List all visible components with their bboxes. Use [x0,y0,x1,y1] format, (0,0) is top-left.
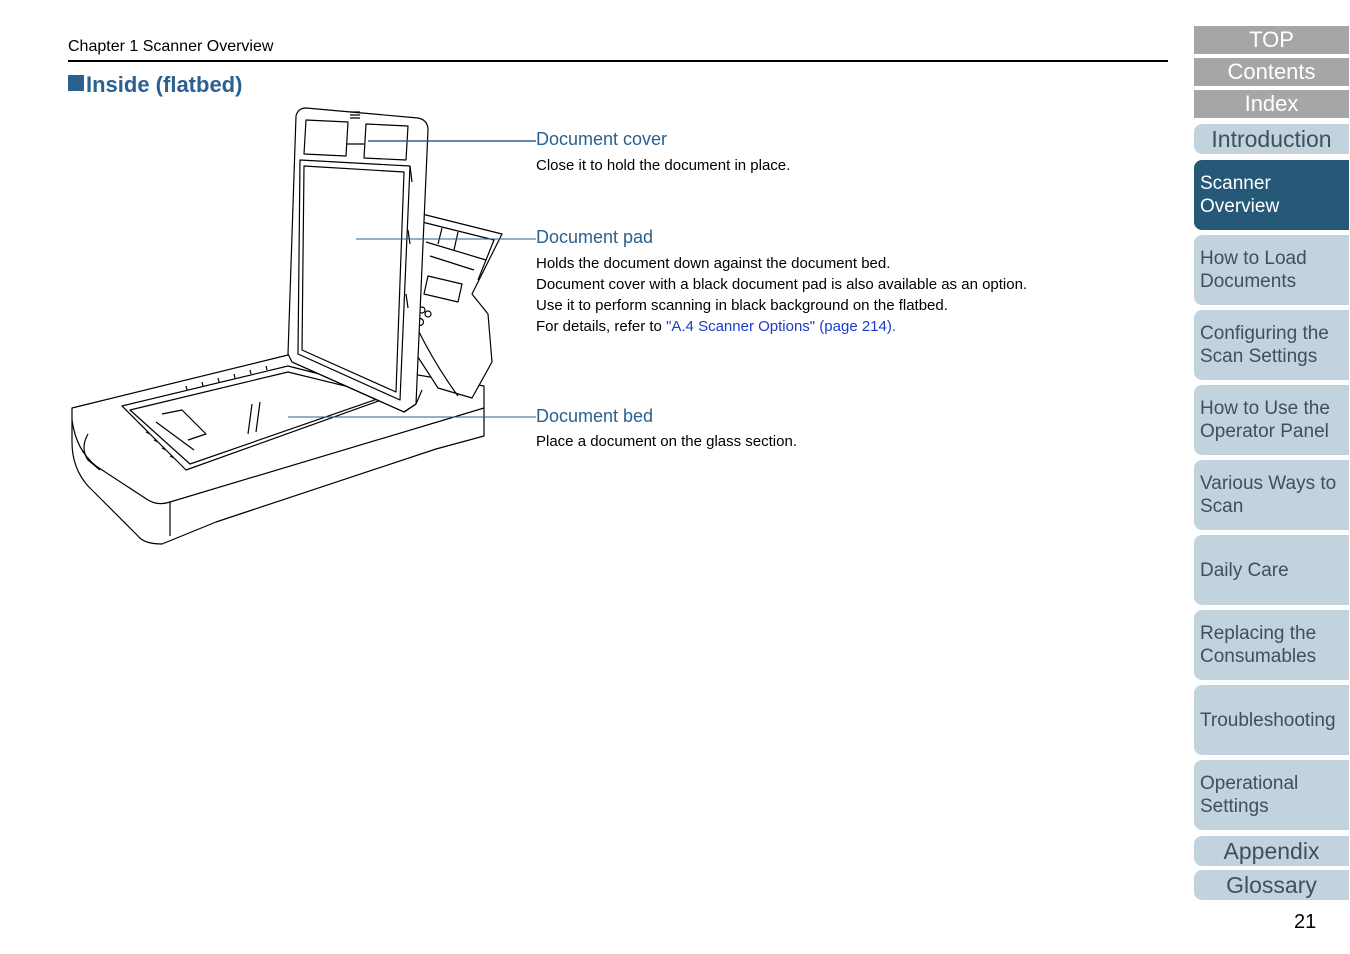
nav-label: Troubleshooting [1200,709,1336,731]
nav-troubleshooting[interactable]: Troubleshooting [1194,685,1349,755]
callout-text-line: Close it to hold the document in place. [536,157,791,174]
header-divider [68,60,1168,62]
nav-label: Consumables [1200,646,1317,667]
nav-label: Scan [1200,496,1244,517]
nav-label: Scanner [1200,173,1271,194]
chapter-heading: Chapter 1 Scanner Overview [68,38,274,55]
nav-label: Settings [1200,796,1269,817]
nav-appendix[interactable]: Appendix [1194,836,1349,866]
nav-index-button[interactable]: Index [1194,90,1349,118]
nav-label: Configuring the [1200,323,1329,344]
nav-label: Replacing the [1200,623,1317,644]
callout-text-line: Document cover with a black document pad… [536,276,1028,293]
callout-document-bed-text: Place a document on the glass section. [536,431,797,452]
nav-label: How to Load [1200,248,1307,269]
nav-top-button[interactable]: TOP [1194,26,1349,54]
callout-document-bed-title: Document bed [536,406,654,426]
nav-introduction[interactable]: Introduction [1194,124,1349,154]
callout-document-pad-text: Holds the document down against the docu… [536,253,1027,337]
section-square-icon [68,75,84,91]
scanner-options-link[interactable]: "A.4 Scanner Options" (page 214). [666,318,897,335]
callout-text-line: Holds the document down against the docu… [536,255,891,272]
nav-label: Various Ways to [1200,473,1337,494]
callout-text-line: Place a document on the glass section. [536,433,797,450]
scanner-illustration [71,107,503,545]
callout-document-cover-title: Document cover [536,129,668,149]
nav-contents-button[interactable]: Contents [1194,58,1349,86]
callout-text-line: Use it to perform scanning in black back… [536,297,948,314]
nav-label: Daily Care [1200,559,1289,581]
callout-details-line: For details, refer to "A.4 Scanner Optio… [536,316,1027,337]
section-title: Inside (flatbed) [68,72,242,98]
nav-label: Operational [1200,773,1299,794]
details-prefix: For details, refer to [536,318,667,335]
nav-label: How to Use the [1200,398,1330,419]
nav-label: Overview [1200,196,1280,217]
section-title-text: Inside (flatbed) [86,72,243,97]
callout-document-cover-text: Close it to hold the document in place. [536,155,790,176]
nav-glossary[interactable]: Glossary [1194,870,1349,900]
nav-label: Documents [1200,271,1297,292]
callout-document-pad-title: Document pad [536,227,654,247]
nav-label: Scan Settings [1200,346,1318,367]
nav-label: Operator Panel [1200,421,1329,442]
nav-daily-care[interactable]: Daily Care [1194,535,1349,605]
page-number: 21 [1294,911,1317,933]
